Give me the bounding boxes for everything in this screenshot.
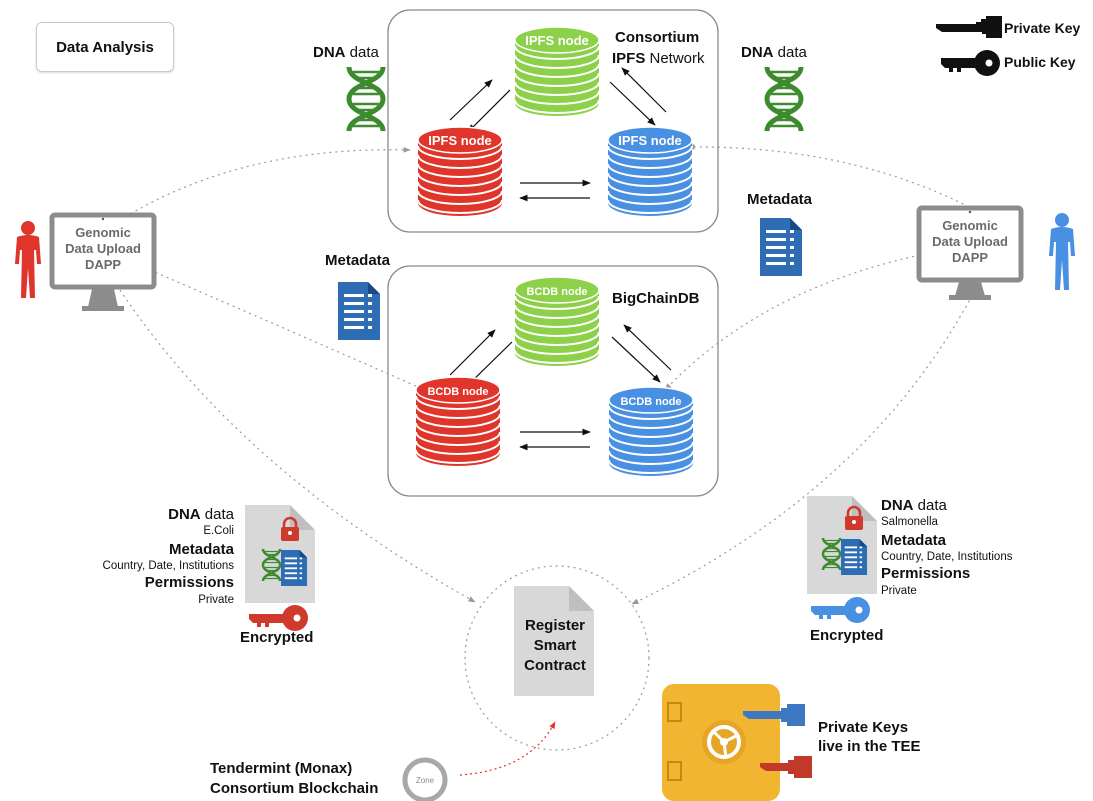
private-key-legend-icon — [936, 16, 1002, 38]
doc-left-permissions: Permissions — [145, 574, 234, 591]
smart-contract-circle — [464, 565, 650, 751]
arrow — [623, 324, 672, 371]
smart-contract-line2: Smart — [534, 637, 577, 654]
ipfs-node-blue: IPFS node — [607, 126, 693, 216]
encrypted-label-left: Encrypted — [240, 629, 313, 646]
key-icon — [811, 597, 870, 623]
arrow — [621, 67, 667, 113]
bcdb-node-blue: BCDB node — [608, 386, 694, 476]
dna-data-label-left: DNA data — [313, 44, 380, 61]
doc-left-metadata: Metadata — [169, 541, 235, 558]
monitor-icon — [49, 212, 157, 311]
database-node-label: IPFS node — [428, 133, 492, 148]
encrypted-document-right — [807, 496, 877, 594]
encrypted-document-left — [245, 505, 315, 603]
public-key-legend-label: Public Key — [1004, 54, 1076, 70]
doc-left-permissions-value: Private — [198, 594, 234, 606]
ipfs-node-green: IPFS node — [514, 26, 600, 116]
person-icon — [1049, 213, 1075, 290]
connector-right-to-contract — [631, 289, 976, 605]
arrow — [467, 89, 511, 133]
dapp-right-line2: Data Upload — [932, 234, 1008, 249]
arrow — [449, 79, 493, 121]
ipfs-network-title-1: Consortium — [615, 29, 699, 46]
arrow — [449, 329, 496, 376]
monitor-icon — [916, 205, 1024, 300]
doc-right-dna: DNA data — [881, 497, 948, 514]
ipfs-network-title-2: IPFS Network — [612, 50, 705, 67]
tendermint-line1: Tendermint (Monax) — [210, 760, 352, 777]
database-node-label: BCDB node — [427, 386, 488, 398]
doc-right-metadata-detail: Country, Date, Institutions — [881, 551, 1013, 563]
lock-icon — [281, 516, 299, 541]
doc-right-organism: Salmonella — [881, 516, 938, 528]
dna-icon — [349, 67, 383, 131]
database-node-label: IPFS node — [618, 133, 682, 148]
private-key-red-icon — [760, 756, 812, 778]
public-key-legend-icon — [941, 50, 1000, 76]
encrypted-label-right: Encrypted — [810, 627, 883, 644]
database-node-label: IPFS node — [525, 33, 589, 48]
bcdb-node-green: BCDB node — [514, 276, 600, 366]
dna-data-label-right: DNA data — [741, 44, 808, 61]
key-icon — [249, 605, 308, 631]
metadata-label-right: Metadata — [747, 191, 813, 208]
doc-right-permissions-value: Private — [881, 585, 917, 597]
tendermint-line2: Consortium Blockchain — [210, 780, 378, 797]
bcdb-node-red: BCDB node — [415, 376, 501, 466]
bigchaindb-title: BigChainDB — [612, 290, 700, 307]
tee-line2: live in the TEE — [818, 738, 921, 755]
dna-icon — [767, 67, 801, 131]
arrow — [609, 81, 656, 126]
metadata-list-icon — [338, 282, 380, 340]
smart-contract-line3: Contract — [524, 657, 586, 674]
connector-left-to-bcdb — [149, 269, 426, 391]
database-node-label: BCDB node — [620, 396, 681, 408]
metadata-list-icon — [760, 218, 802, 276]
private-key-legend-label: Private Key — [1004, 20, 1080, 36]
ipfs-node-red: IPFS node — [417, 126, 503, 216]
database-node-label: BCDB node — [526, 286, 587, 298]
dapp-right-line1: Genomic — [942, 218, 998, 233]
metadata-list-icon — [281, 550, 308, 586]
doc-left-organism: E.Coli — [203, 525, 234, 537]
connector-right-to-ipfs — [687, 144, 991, 219]
bigchaindb-box — [387, 265, 719, 497]
lock-icon — [845, 505, 863, 530]
dapp-left-line1: Genomic — [75, 225, 131, 240]
ipfs-network-box — [387, 9, 719, 233]
arrow — [611, 336, 661, 383]
metadata-list-icon — [841, 539, 868, 575]
doc-left-dna: DNA data — [168, 506, 235, 523]
connector-zone-to-contract — [459, 721, 556, 776]
safe-icon — [662, 684, 780, 801]
doc-left-metadata-detail: Country, Date, Institutions — [103, 560, 235, 572]
dapp-right-line3: DAPP — [952, 250, 988, 265]
doc-right-metadata: Metadata — [881, 532, 947, 549]
metadata-label-left: Metadata — [325, 252, 391, 269]
smart-contract-document — [514, 586, 594, 696]
data-analysis-button[interactable]: Data Analysis — [36, 22, 174, 72]
private-key-blue-icon — [743, 704, 805, 726]
tee-line1: Private Keys — [818, 719, 908, 736]
zone-label: Zone — [416, 776, 435, 785]
dapp-left-line3: DAPP — [85, 257, 121, 272]
doc-right-permissions: Permissions — [881, 565, 970, 582]
smart-contract-line1: Register — [525, 617, 585, 634]
person-icon — [15, 221, 41, 298]
dapp-left-line2: Data Upload — [65, 241, 141, 256]
zone-icon: Zone — [402, 757, 448, 801]
